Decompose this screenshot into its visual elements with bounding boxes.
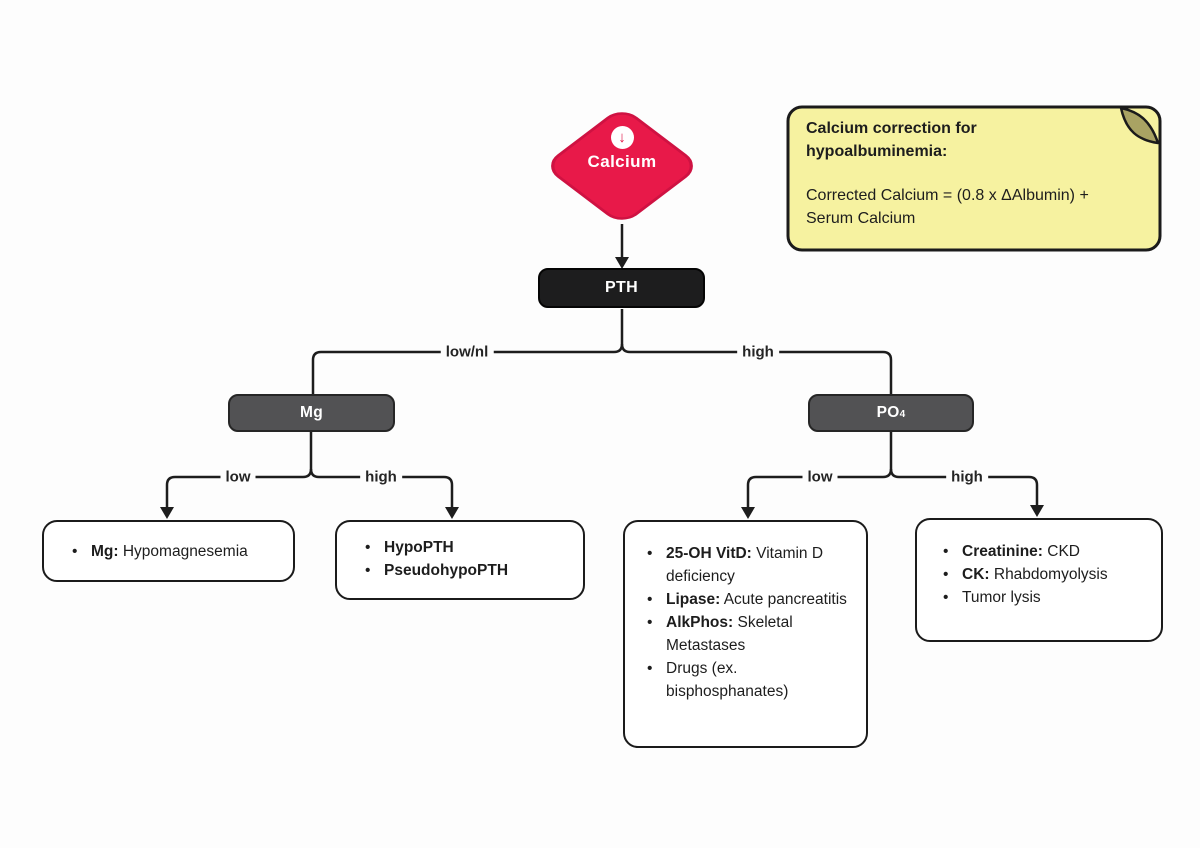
po4-node-label: PO	[876, 404, 900, 421]
outcome-box-mg-low: Mg: Hypomagnesemia	[42, 520, 295, 582]
edge-label-po4-low: low	[802, 468, 838, 486]
item-rest: Tumor lysis	[962, 589, 1041, 606]
arrowhead-mg-low	[160, 507, 174, 519]
connector-po4-fork	[746, 431, 1039, 507]
item-rest: Hypomagnesemia	[118, 542, 248, 560]
item-lead: CK:	[962, 566, 990, 583]
arrowhead-mg-high	[445, 507, 459, 519]
list-item: AlkPhos: Skeletal Metastases	[645, 611, 854, 657]
calcium-node-label: Calcium	[587, 152, 657, 171]
list-item: HypoPTH	[363, 536, 567, 559]
calcium-low-arrow-icon: ↓	[610, 126, 634, 149]
item-lead: AlkPhos:	[666, 614, 734, 631]
outcome-box-po4-low: 25-OH VitD: Vitamin D deficiency Lipase:…	[623, 520, 868, 748]
mg-node: Mg	[228, 394, 395, 432]
item-rest: Rhabdomyolysis	[989, 566, 1108, 583]
edge-label-pth-high: high	[737, 343, 779, 361]
calcium-node: ↓ Calcium	[547, 126, 697, 206]
list-item: Lipase: Acute pancreatitis	[645, 588, 854, 611]
list-item: CK: Rhabdomyolysis	[941, 563, 1149, 586]
outcome-list: Creatinine: CKD CK: Rhabdomyolysis Tumor…	[941, 540, 1149, 609]
item-rest: Skeletal Metastases	[666, 614, 793, 654]
outcome-list: HypoPTH PseudohypoPTH	[363, 536, 567, 582]
list-item: PseudohypoPTH	[363, 559, 567, 582]
mg-node-label: Mg	[300, 404, 323, 421]
arrowhead-pth	[615, 257, 629, 269]
item-rest: CKD	[1042, 543, 1081, 560]
pth-node: PTH	[538, 268, 705, 308]
arrowhead-po4-high	[1030, 505, 1044, 517]
item-lead: Creatinine:	[962, 543, 1043, 560]
list-item: Tumor lysis	[941, 586, 1149, 609]
item-lead: PseudohypoPTH	[384, 562, 509, 579]
list-item: Drugs (ex. bisphosphanates)	[645, 657, 854, 703]
calcium-correction-note: Calcium correction for hypoalbuminemia: …	[806, 117, 1141, 230]
sticky-note-shape	[786, 105, 1162, 252]
item-rest: Drugs (ex. bisphosphanates)	[666, 660, 789, 700]
list-item: 25-OH VitD: Vitamin D deficiency	[645, 542, 854, 588]
connector-mg-fork	[165, 431, 454, 507]
edge-label-mg-low: low	[220, 468, 256, 486]
item-rest: Acute pancreatitis	[720, 591, 847, 608]
note-body: Corrected Calcium = (0.8 x ΔAlbumin) + S…	[806, 187, 1089, 227]
item-lead: 25-OH VitD:	[666, 545, 752, 562]
note-title: Calcium correction for hypoalbuminemia:	[806, 120, 977, 160]
item-lead: HypoPTH	[384, 539, 454, 556]
edge-label-pth-low: low/nl	[440, 343, 494, 361]
list-item: Mg: Hypomagnesemia	[70, 540, 248, 563]
outcome-list: 25-OH VitD: Vitamin D deficiency Lipase:…	[645, 542, 854, 703]
note-fold-icon	[1119, 106, 1160, 145]
item-lead: Mg:	[91, 542, 119, 560]
edge-label-po4-high: high	[946, 468, 988, 486]
calcium-diamond-shape	[551, 112, 693, 220]
pth-node-label: PTH	[605, 279, 638, 296]
outcome-box-mg-high: HypoPTH PseudohypoPTH	[335, 520, 585, 600]
item-lead: Lipase:	[666, 591, 721, 608]
connector-pth-fork	[311, 309, 893, 394]
outcome-list: Mg: Hypomagnesemia	[70, 540, 248, 563]
edge-label-mg-high: high	[360, 468, 402, 486]
item-rest: Vitamin D deficiency	[666, 545, 824, 585]
list-item: Creatinine: CKD	[941, 540, 1149, 563]
outcome-box-po4-high: Creatinine: CKD CK: Rhabdomyolysis Tumor…	[915, 518, 1163, 642]
down-arrow-glyph: ↓	[618, 129, 626, 146]
arrowhead-po4-low	[741, 507, 755, 519]
